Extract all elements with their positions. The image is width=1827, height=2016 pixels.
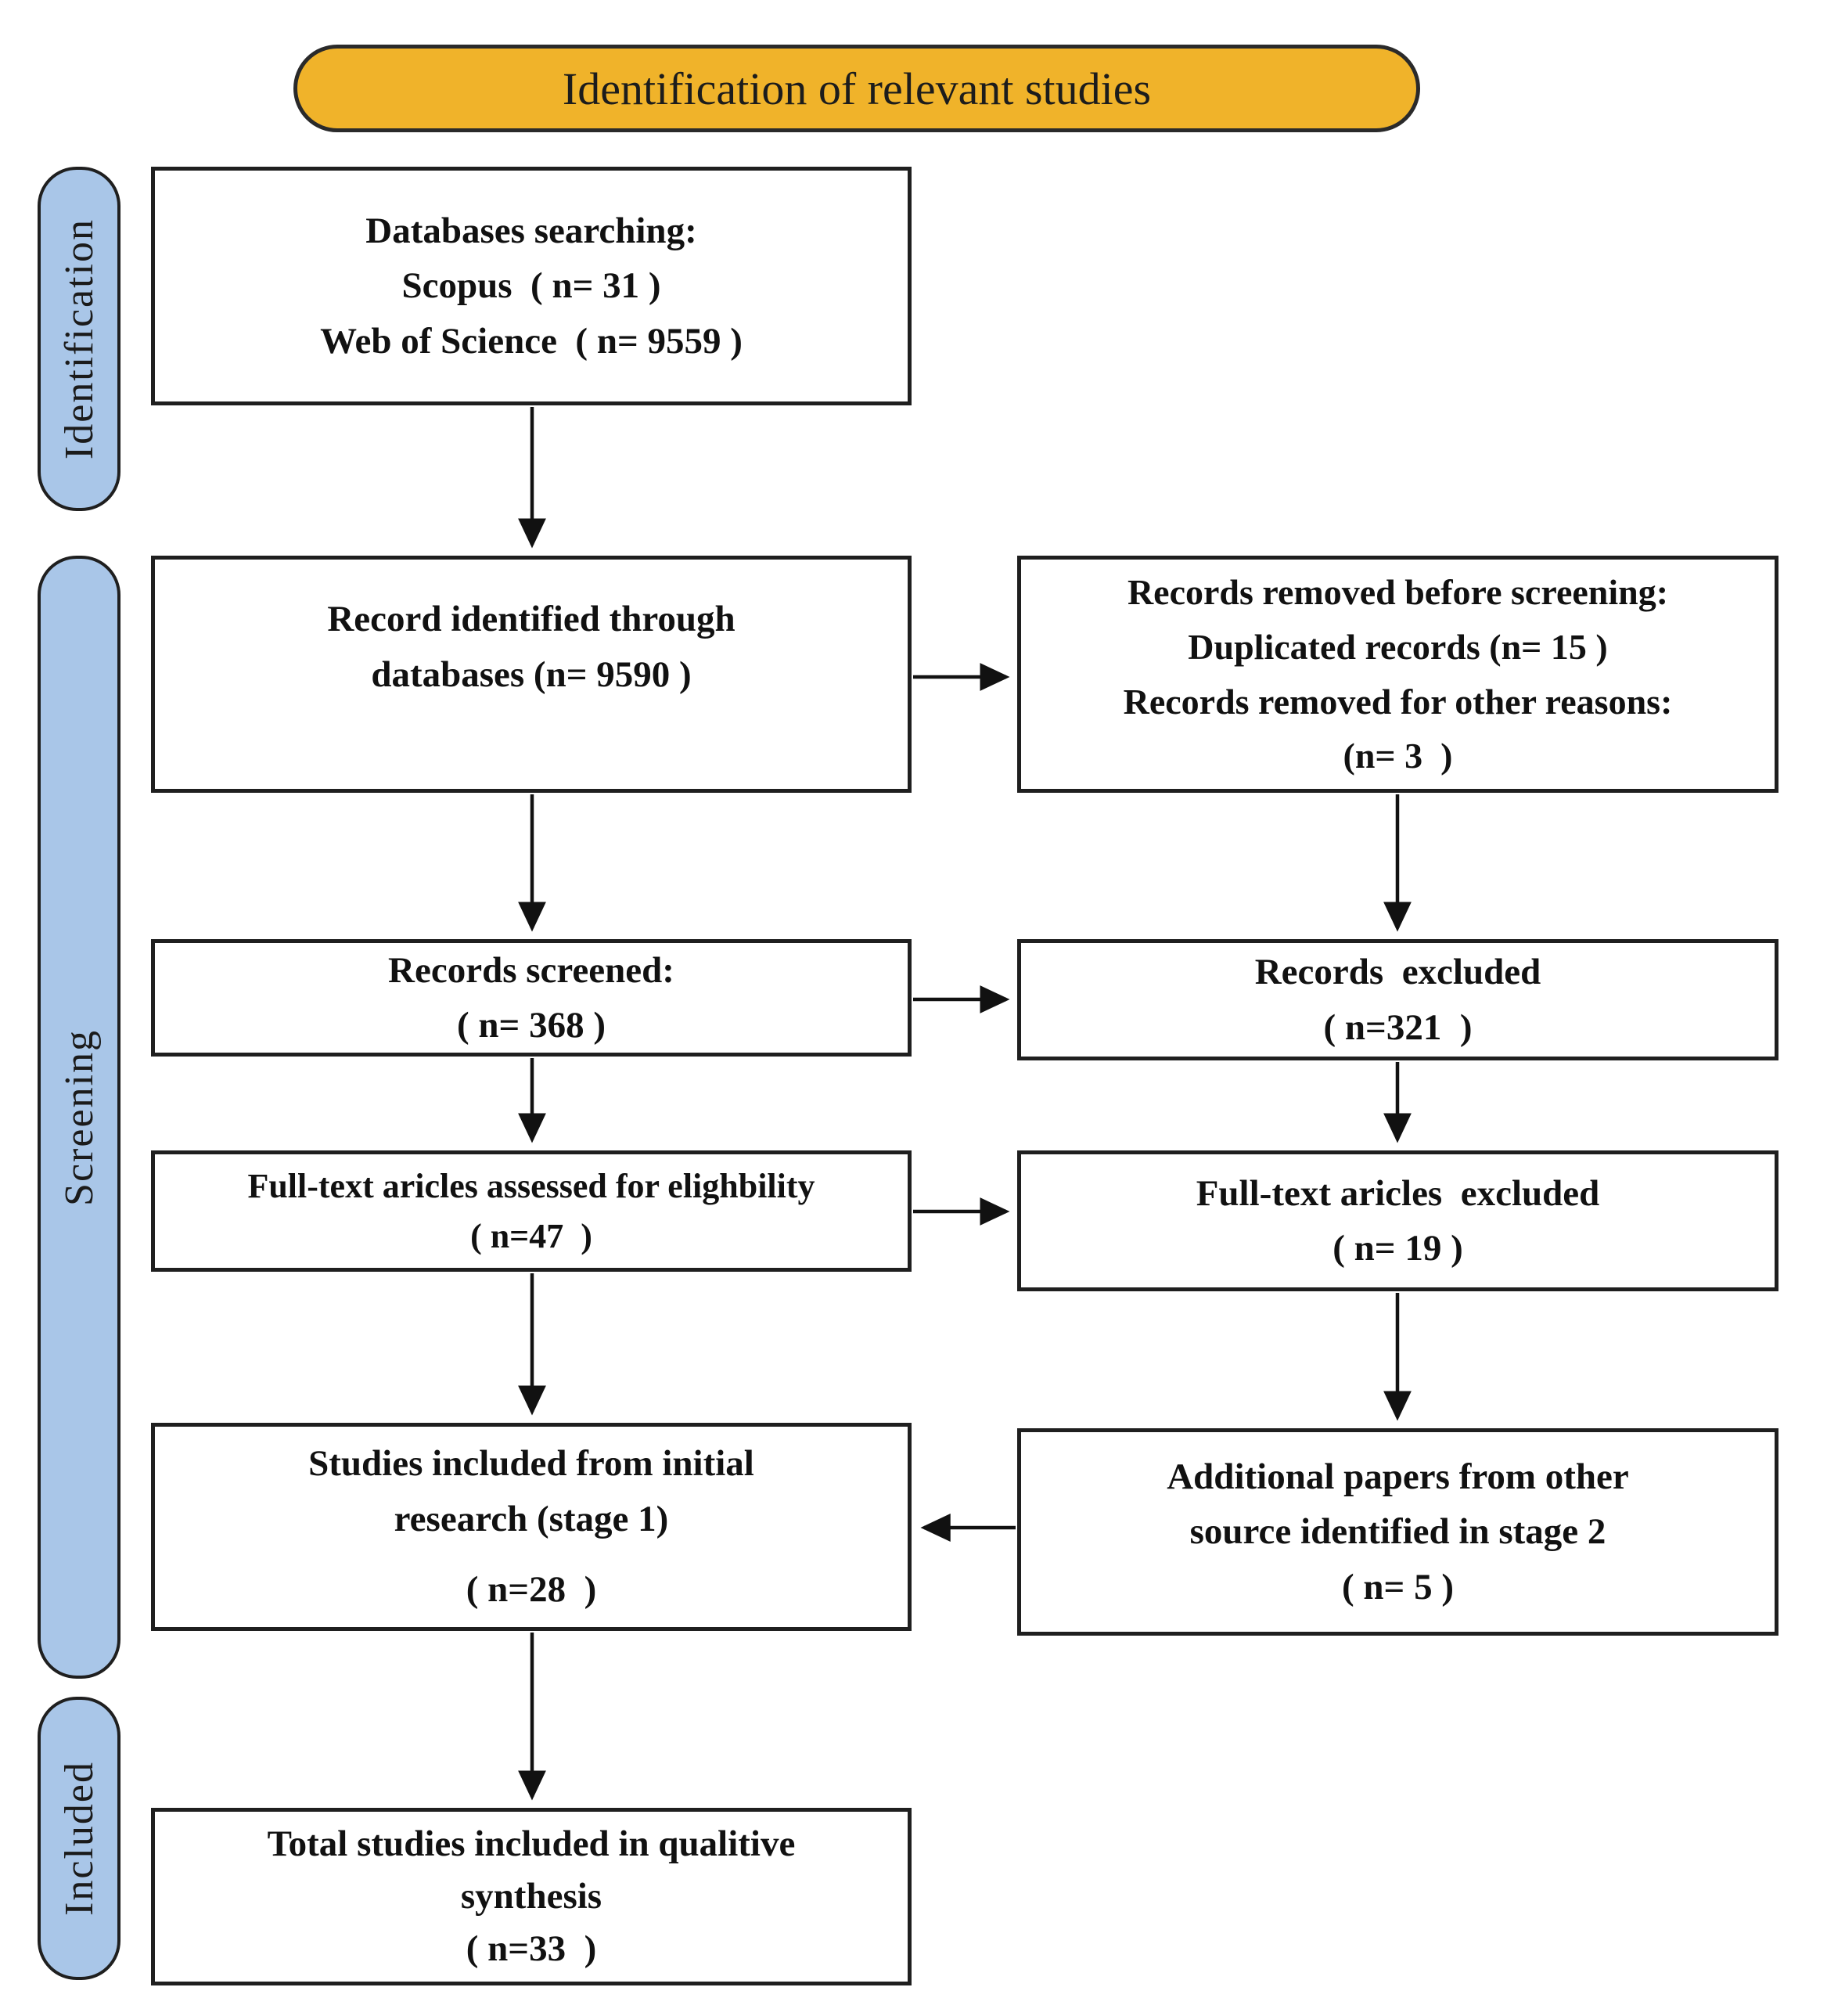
box-records-identified: Record identified through databases (n= … — [151, 556, 912, 793]
stage-identification-label: Identification — [56, 218, 102, 460]
box-fulltext-assessed: Full-text aricles assessed for elighbili… — [151, 1150, 912, 1272]
box-records-excluded-line: ( n=321 ) — [1323, 1006, 1473, 1048]
box-total-included-line: Total studies included in qualitive — [267, 1823, 796, 1865]
box-fulltext-excluded: Full-text aricles excluded ( n= 19 ) — [1017, 1150, 1778, 1291]
box-records-removed-line: Duplicated records (n= 15 ) — [1188, 626, 1608, 667]
stage-included-label: Included — [56, 1761, 102, 1916]
box-fulltext-assessed-line: Full-text aricles assessed for elighbili… — [247, 1166, 815, 1205]
box-records-screened-line: ( n= 368 ) — [457, 1005, 606, 1046]
box-records-removed-line: (n= 3 ) — [1343, 736, 1453, 776]
box-total-included: Total studies included in qualitive synt… — [151, 1808, 912, 1985]
box-records-removed-line: Records removed before screening: — [1127, 571, 1669, 612]
stage-screening-label: Screening — [56, 1028, 102, 1206]
box-records-screened: Records screened: ( n= 368 ) — [151, 939, 912, 1057]
box-databases-searching: Databases searching: Scopus ( n= 31 ) We… — [151, 167, 912, 405]
box-records-identified-line: databases (n= 9590 ) — [371, 653, 692, 695]
box-total-included-line: synthesis — [460, 1876, 602, 1917]
page-title: Identification of relevant studies — [562, 63, 1152, 114]
box-records-removed: Records removed before screening: Duplic… — [1017, 556, 1778, 793]
box-records-screened-line: Records screened: — [388, 949, 674, 991]
box-additional-papers-line: ( n= 5 ) — [1342, 1566, 1454, 1607]
box-stage1-included-line: Studies included from initial — [308, 1443, 754, 1485]
box-records-identified-line: Record identified through — [327, 599, 735, 639]
box-additional-papers-line: source identified in stage 2 — [1189, 1511, 1606, 1553]
box-records-excluded: Records excluded ( n=321 ) — [1017, 939, 1778, 1060]
box-stage1-included-line: research (stage 1) — [394, 1498, 669, 1539]
box-stage1-included: Studies included from initial research (… — [151, 1423, 912, 1631]
box-databases-line: Web of Science ( n= 9559 ) — [320, 320, 743, 362]
box-databases-line: Databases searching: — [365, 210, 697, 251]
box-records-removed-line: Records removed for other reasons: — [1123, 681, 1673, 722]
box-records-excluded-line: Records excluded — [1254, 952, 1541, 992]
box-additional-papers-line: Additional papers from other — [1167, 1456, 1629, 1497]
stage-identification: Identification — [38, 167, 120, 511]
box-total-included-line: ( n=33 ) — [466, 1928, 597, 1969]
box-fulltext-excluded-line: Full-text aricles excluded — [1196, 1172, 1600, 1214]
box-additional-papers: Additional papers from other source iden… — [1017, 1428, 1778, 1636]
box-stage1-included-line: ( n=28 ) — [466, 1569, 597, 1611]
stage-screening: Screening — [38, 556, 120, 1679]
title-banner: Identification of relevant studies — [293, 45, 1420, 132]
box-fulltext-assessed-line: ( n=47 ) — [470, 1216, 592, 1255]
box-fulltext-excluded-line: ( n= 19 ) — [1332, 1228, 1463, 1269]
box-databases-line: Scopus ( n= 31 ) — [401, 265, 661, 307]
stage-included: Included — [38, 1697, 120, 1980]
